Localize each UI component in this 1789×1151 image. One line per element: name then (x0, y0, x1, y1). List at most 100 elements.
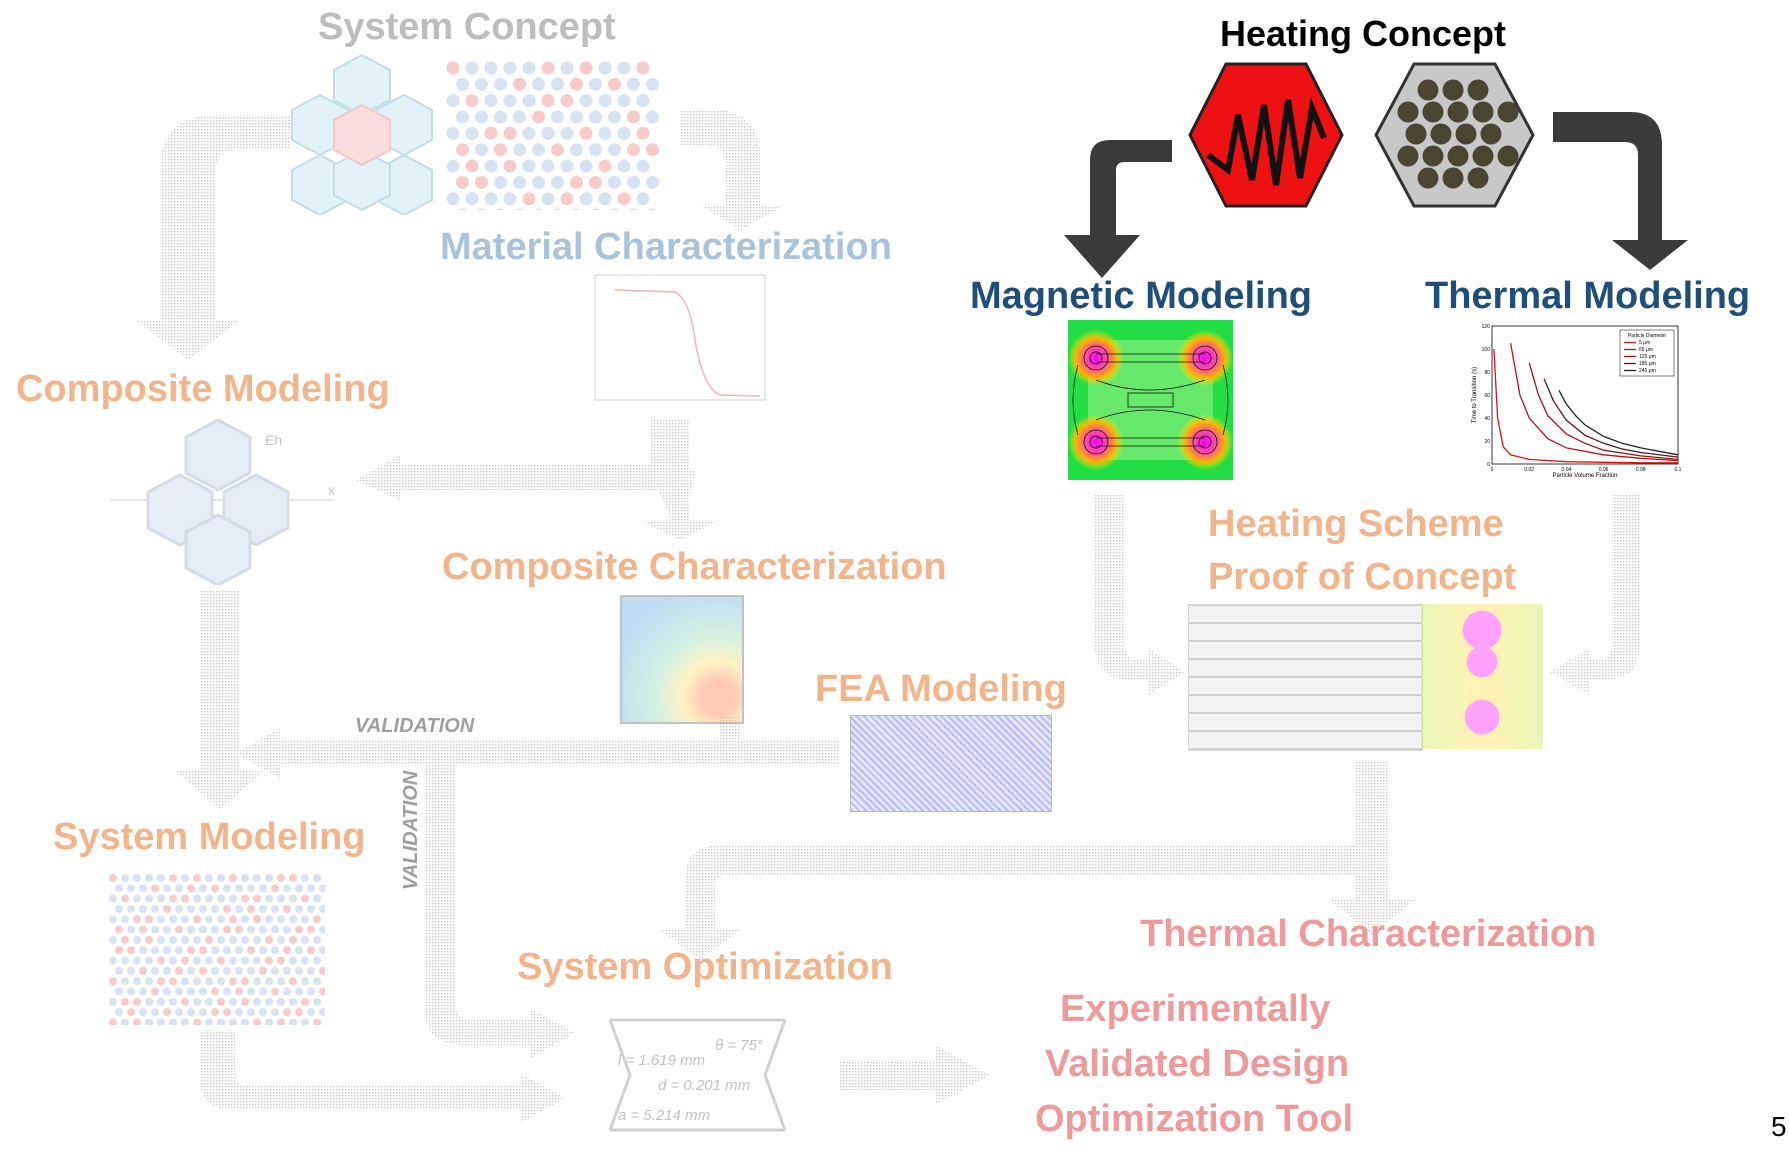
array-dot (560, 94, 574, 108)
arrow-opt-to-outcome (840, 1045, 990, 1105)
arrow-validation-h (235, 728, 840, 778)
array-dot (307, 884, 315, 893)
array-dot (277, 915, 285, 924)
array-dot (133, 956, 141, 965)
array-dot (139, 966, 147, 975)
array-dot (484, 94, 498, 108)
x-axis-label: Particle Volume Fraction (1552, 473, 1617, 479)
array-dot (151, 946, 159, 955)
array-dot (283, 946, 291, 955)
heating-scheme-photo (1188, 604, 1423, 751)
array-dot (289, 997, 297, 1006)
array-dot (211, 946, 219, 955)
label-thermal-modeling: Thermal Modeling (1425, 275, 1751, 317)
array-dot (522, 159, 536, 173)
label-thermal-characterization: Thermal Characterization (1140, 913, 1597, 955)
array-dot (157, 956, 165, 965)
array-dot (241, 915, 249, 924)
label-system-concept: System Concept (318, 6, 616, 48)
array-dot (235, 884, 243, 893)
array-dot (646, 175, 659, 189)
array-dot (456, 143, 469, 157)
array-dot (560, 192, 574, 206)
array-dot (313, 1018, 321, 1025)
label-fea-modeling: FEA Modeling (815, 668, 1067, 710)
array-dot (265, 874, 273, 882)
array-dot (265, 1018, 273, 1025)
array-dot (560, 61, 574, 75)
array-dot (475, 110, 488, 124)
array-dot (494, 110, 507, 124)
array-dot (139, 1008, 147, 1017)
array-dot (247, 925, 255, 934)
composite-eh-label: Eh (265, 432, 282, 448)
array-dot (121, 894, 129, 903)
array-dot (109, 956, 117, 965)
arrow-material-branch (355, 420, 720, 540)
array-dot (283, 1008, 291, 1017)
array-dot (223, 966, 231, 975)
array-dot (175, 904, 183, 913)
array-dot (181, 874, 189, 882)
array-dot (522, 192, 536, 206)
array-dot (139, 925, 147, 934)
array-dot (541, 159, 555, 173)
array-dot (169, 894, 177, 903)
array-dot (610, 208, 619, 210)
array-dot (598, 159, 612, 173)
array-dot (145, 915, 153, 924)
array-dot (223, 925, 231, 934)
array-dot (551, 110, 564, 124)
array-dot (109, 874, 117, 882)
array-dot (205, 956, 213, 965)
array-dot (627, 175, 640, 189)
array-dot (139, 946, 147, 955)
opt-d-label: d = 0.201 mm (658, 1077, 750, 1094)
array-dot (484, 159, 498, 173)
array-dot (211, 884, 219, 893)
array-dot (223, 884, 231, 893)
array-dot (636, 126, 650, 140)
heater-hexagon-icon (1188, 62, 1344, 208)
array-dot (133, 915, 141, 924)
array-dot (187, 946, 195, 955)
y-tick-label: 20 (1484, 439, 1490, 445)
particle (1447, 145, 1469, 167)
array-dot (157, 1018, 165, 1025)
array-dot (598, 94, 612, 108)
array-dot (121, 1018, 129, 1025)
composite-model-hex: Eh x (110, 418, 335, 585)
array-dot (465, 94, 479, 108)
array-dot (109, 935, 117, 944)
array-dot (187, 884, 195, 893)
array-dot (446, 94, 460, 108)
array-dot (608, 77, 621, 91)
array-dot (295, 987, 303, 996)
array-dot (265, 935, 273, 944)
array-dot (494, 77, 507, 91)
label-composite-characterization: Composite Characterization (442, 546, 947, 588)
array-dot (151, 966, 159, 975)
array-dot (301, 977, 309, 986)
array-dot (223, 904, 231, 913)
array-dot (151, 987, 159, 996)
arrow-concept-to-material (680, 110, 785, 230)
array-dot (319, 946, 325, 955)
array-dot (484, 192, 498, 206)
array-dot (157, 935, 165, 944)
array-dot (193, 956, 201, 965)
array-dot (145, 997, 153, 1006)
array-dot (475, 77, 488, 91)
array-dot (307, 904, 315, 913)
particle (1467, 79, 1489, 101)
array-dot (163, 1008, 171, 1017)
array-dot (163, 884, 171, 893)
array-dot (532, 110, 545, 124)
array-dot (217, 956, 225, 965)
array-dot (458, 208, 467, 210)
array-dot (551, 143, 564, 157)
array-dot (313, 977, 321, 986)
array-dot (570, 175, 583, 189)
array-dot (265, 997, 273, 1006)
array-dot (181, 977, 189, 986)
